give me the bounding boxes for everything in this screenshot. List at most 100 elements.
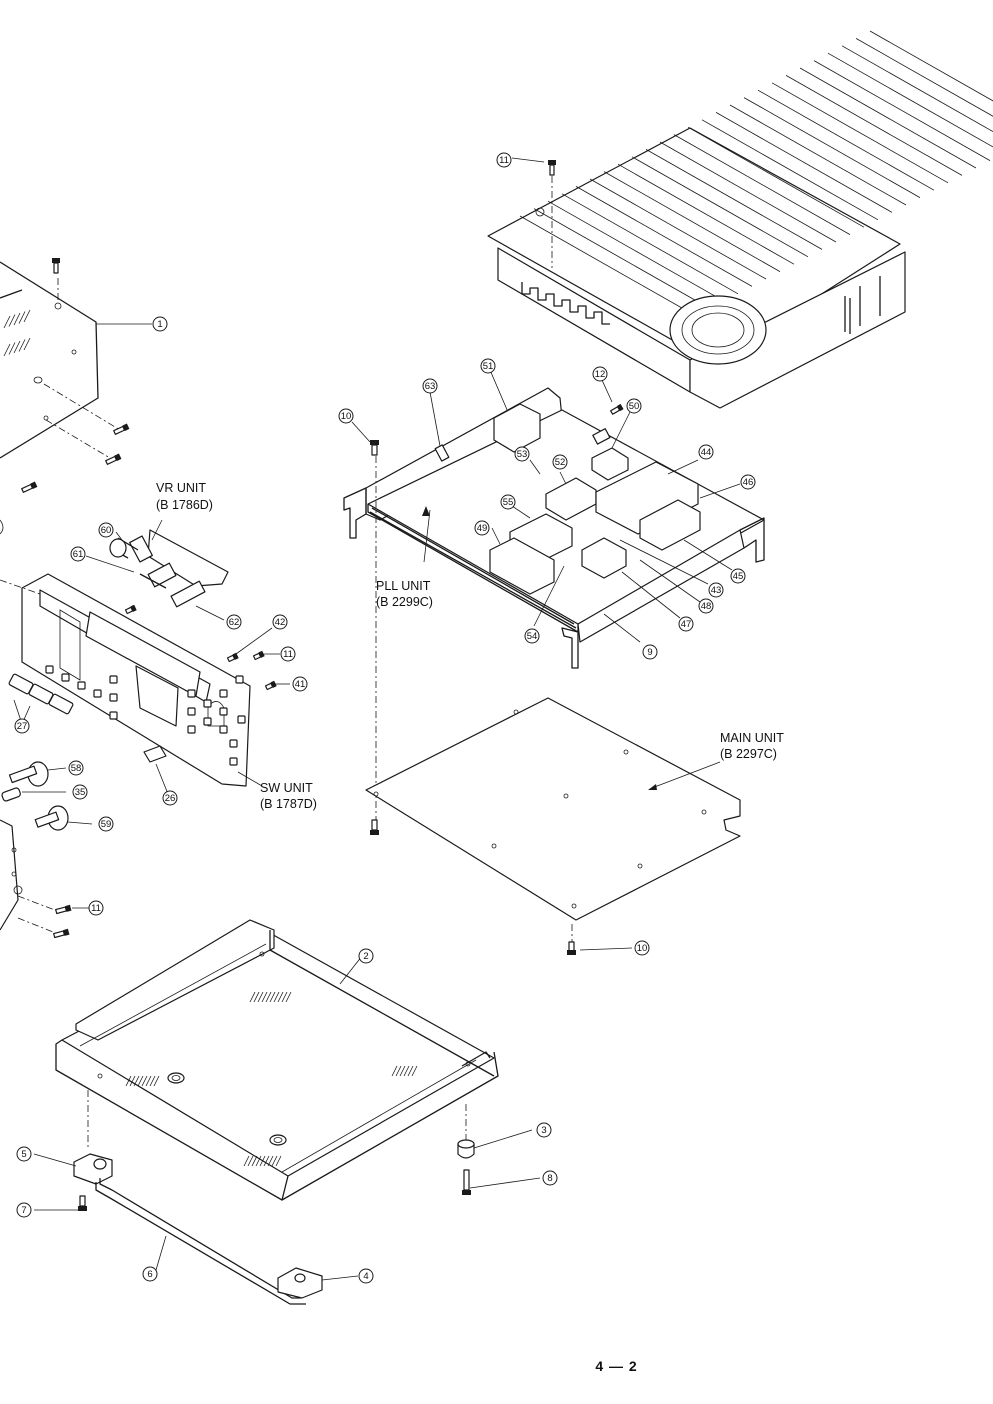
callout-7: 7	[16, 1202, 32, 1218]
callout-41: 41	[292, 676, 308, 692]
screw-10-upper	[370, 440, 379, 456]
callout-51: 51	[480, 358, 496, 374]
callout-11a: 11	[496, 152, 512, 168]
callout-number: 61	[73, 549, 84, 560]
callout-47: 47	[678, 616, 694, 632]
callout-number: 9	[647, 647, 652, 658]
callout-number: 52	[555, 457, 566, 468]
callout-number: 58	[71, 763, 82, 774]
callout-60: 60	[98, 522, 114, 538]
callout-number: 5	[21, 1149, 26, 1160]
callout-number: 46	[743, 477, 754, 488]
main-unit-board	[365, 697, 741, 955]
carry-bail	[33, 1153, 359, 1305]
callout-12: 12	[592, 366, 608, 382]
callout-49: 49	[474, 520, 490, 536]
callout-62: 62	[226, 614, 242, 630]
callout-number: 11	[91, 903, 101, 914]
callout-48: 48	[698, 598, 714, 614]
callout-number: 49	[477, 523, 488, 534]
main-unit-label: MAIN UNIT	[720, 731, 784, 745]
knobs-58-35-59	[0, 761, 93, 939]
callout-number: 50	[629, 401, 640, 412]
callout-45: 45	[730, 568, 746, 584]
callout-2: 2	[358, 948, 374, 964]
callout-11b: 11	[280, 646, 296, 662]
callout-53: 53	[514, 446, 530, 462]
main-unit-code: (B 2297C)	[720, 747, 777, 761]
callout-10a: 10	[338, 408, 354, 424]
callout-number: 4	[363, 1271, 368, 1282]
front-cabinet	[0, 261, 152, 535]
heatsink-cover	[487, 30, 993, 409]
bottom-chassis	[55, 919, 499, 1201]
callout-number: 10	[637, 943, 648, 954]
callout-1: 1	[152, 316, 168, 332]
callout-55: 55	[500, 494, 516, 510]
vr-unit-label: VR UNIT	[156, 481, 206, 495]
callout-42: 42	[272, 614, 288, 630]
callout-number: 63	[425, 381, 436, 392]
callout-26: 26	[162, 790, 178, 806]
callout-number: 42	[275, 617, 286, 628]
callout-number: 44	[701, 447, 712, 458]
screw-10-lower	[370, 819, 379, 835]
sw-unit-panel	[0, 573, 290, 795]
callout-number: 45	[733, 571, 744, 582]
callout-number: 11	[499, 155, 509, 166]
callout-46: 46	[740, 474, 756, 490]
callout-63: 63	[422, 378, 438, 394]
callout-number: 47	[681, 619, 692, 630]
callout-35: 35	[72, 784, 88, 800]
callout-6: 6	[142, 1266, 158, 1282]
vr-unit-code: (B 1786D)	[156, 498, 213, 512]
pll-unit-code: (B 2299C)	[376, 595, 433, 609]
callout-3: 3	[536, 1122, 552, 1138]
screw-11-top	[511, 157, 556, 268]
callout-9: 9	[642, 644, 658, 660]
callout-8: 8	[542, 1170, 558, 1186]
callout-number: 60	[101, 525, 112, 536]
callout-52: 52	[552, 454, 568, 470]
callout-number: 8	[547, 1173, 552, 1184]
callout-54: 54	[524, 628, 540, 644]
callout-number: 35	[75, 787, 86, 798]
callout-10b: 10	[634, 940, 650, 956]
callout-number: 10	[341, 411, 352, 422]
callout-number: 1	[157, 319, 162, 330]
callout-4: 4	[358, 1268, 374, 1284]
page-number: 4 — 2	[0, 1358, 993, 1374]
callout-number: 3	[541, 1125, 546, 1136]
callout-58: 58	[68, 760, 84, 776]
callout-number: 59	[101, 819, 112, 830]
sw-unit-label: SW UNIT	[260, 781, 313, 795]
callout-number: 48	[701, 601, 712, 612]
callout-number: 7	[21, 1205, 26, 1216]
callout-number: 27	[17, 721, 28, 732]
callout-number: 43	[711, 585, 722, 596]
screw-10-bottom	[567, 941, 576, 955]
page-number-text: 4 — 2	[595, 1358, 638, 1374]
callout-number: 51	[483, 361, 494, 372]
callout-61: 61	[70, 546, 86, 562]
vr-unit-board	[85, 519, 229, 621]
pll-unit-label: PLL UNIT	[376, 579, 431, 593]
callout-50: 50	[626, 398, 642, 414]
knob-27-group	[8, 673, 74, 725]
callout-number: 11	[283, 649, 293, 660]
pll-components	[489, 403, 741, 627]
callout-number: 54	[527, 631, 538, 642]
callout-44: 44	[698, 444, 714, 460]
callout-number: 6	[147, 1269, 152, 1280]
callout-number: 53	[517, 449, 528, 460]
callout-number: 55	[503, 497, 514, 508]
callout-number: 62	[229, 617, 240, 628]
foot-and-screw	[457, 1129, 541, 1195]
sw-unit-code: (B 1787D)	[260, 797, 317, 811]
callout-5: 5	[16, 1146, 32, 1162]
callout-11c: 11	[88, 900, 104, 916]
callout-43: 43	[708, 582, 724, 598]
callout-59: 59	[98, 816, 114, 832]
callout-number: 2	[363, 951, 368, 962]
